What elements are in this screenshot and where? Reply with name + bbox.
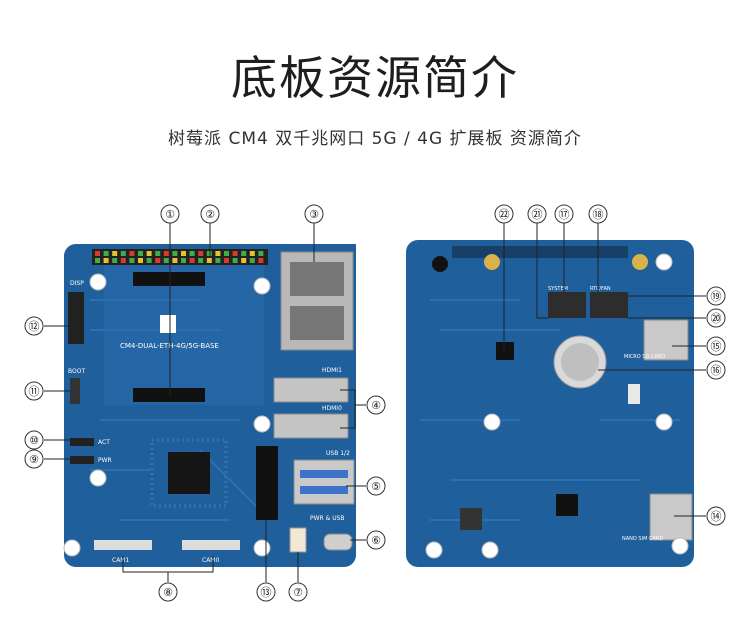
inductor <box>460 508 482 530</box>
waveshare-logo <box>160 315 176 333</box>
front-callout: ① <box>160 204 180 224</box>
svg-text:㉒: ㉒ <box>499 208 510 221</box>
svg-text:⑦: ⑦ <box>293 586 303 599</box>
svg-text:④: ④ <box>371 399 381 412</box>
m2-slot <box>256 446 278 520</box>
hdmi1-port <box>273 377 349 403</box>
cam0-connector <box>182 540 240 550</box>
front-board: CM4-DUAL-ETH-4G/5G-BASE DISP BOOT ACT PW… <box>63 244 356 567</box>
front-callout: ⑥ <box>366 530 386 550</box>
front-callout: ⑫ <box>24 316 44 336</box>
boot-label: BOOT <box>68 368 85 375</box>
component-right <box>628 384 640 404</box>
back-callout: ㉒ <box>494 204 514 224</box>
cam0-label: CAM0 <box>202 557 219 564</box>
svg-text:⑮: ⑮ <box>711 340 722 353</box>
model-silk: CM4-DUAL-ETH-4G/5G-BASE <box>120 342 219 350</box>
svg-text:⑩: ⑩ <box>29 434 39 447</box>
back-callout: ⑳ <box>706 308 726 328</box>
svg-text:⑰: ⑰ <box>559 208 570 221</box>
act-led <box>70 438 94 446</box>
back-callout: ⑱ <box>588 204 608 224</box>
svg-text:⑯: ⑯ <box>711 364 722 377</box>
cm4-connector-bottom <box>133 388 205 402</box>
svg-text:⑱: ⑱ <box>593 208 604 221</box>
svg-text:①: ① <box>165 208 175 221</box>
nano-sim-slot <box>649 493 693 541</box>
svg-text:⑤: ⑤ <box>371 480 381 493</box>
front-callout: ⑨ <box>24 449 44 469</box>
system-label: SYSTEM <box>548 286 568 292</box>
svg-text:②: ② <box>205 208 215 221</box>
pwr-led <box>70 456 94 464</box>
front-callout: ⑧ <box>158 582 178 602</box>
usb-hub-chip <box>168 452 210 494</box>
back-callout: ⑮ <box>706 336 726 356</box>
front-callout: ③ <box>304 204 324 224</box>
act-label: ACT <box>98 439 110 446</box>
disp-label: DISP <box>70 280 84 287</box>
usb-port <box>293 459 355 505</box>
ic-chip <box>556 494 578 516</box>
cm4-connector-top <box>133 272 205 286</box>
hdmi0-port <box>273 413 349 439</box>
svg-text:㉑: ㉑ <box>532 208 543 221</box>
gpio-header <box>92 249 268 265</box>
front-callout: ② <box>200 204 220 224</box>
cam1-connector <box>94 540 152 550</box>
back-callout: ⑰ <box>554 204 574 224</box>
svg-text:⑥: ⑥ <box>371 534 381 547</box>
rtc-fan-dip-switch <box>590 292 628 318</box>
page-subtitle: 树莓派 CM4 双千兆网口 5G / 4G 扩展板 资源简介 <box>168 129 582 149</box>
hdmi0-label: HDMI0 <box>322 405 342 412</box>
rtc-fan-label: RTC/FAN <box>590 286 611 292</box>
svg-text:⑲: ⑲ <box>711 290 722 303</box>
svg-text:⑬: ⑬ <box>261 586 272 599</box>
usb-label: USB 1/2 <box>326 450 350 457</box>
svg-text:③: ③ <box>309 208 319 221</box>
usb-c-port <box>323 533 353 551</box>
front-callout: ⑬ <box>256 582 276 602</box>
svg-text:⑧: ⑧ <box>163 586 173 599</box>
page-title: 底板资源简介 <box>231 51 519 105</box>
svg-text:⑪: ⑪ <box>29 385 40 398</box>
boot-switch <box>70 378 80 404</box>
front-callout: ⑦ <box>288 582 308 602</box>
back-callout: ㉑ <box>527 204 547 224</box>
back-callout: ⑯ <box>706 360 726 380</box>
pwr-usb-label: PWR & USB <box>310 515 345 522</box>
back-board: MICRO SD CARD NANO SIM CARD SYSTEM RTC/F… <box>406 240 694 567</box>
cam1-label: CAM1 <box>112 557 129 564</box>
front-callout: ⑪ <box>24 381 44 401</box>
disp-connector <box>68 292 84 344</box>
power-chip <box>496 342 514 360</box>
svg-text:⑫: ⑫ <box>29 320 40 333</box>
hdmi1-label: HDMI1 <box>322 367 342 374</box>
back-callout: ⑲ <box>706 286 726 306</box>
system-dip-switch <box>548 292 586 318</box>
nano-sim-label: NANO SIM CARD <box>622 536 663 542</box>
front-callout: ⑩ <box>24 430 44 450</box>
micro-sd-label: MICRO SD CARD <box>624 354 665 360</box>
front-callout: ⑤ <box>366 476 386 496</box>
pwr-led-label: PWR <box>98 457 112 464</box>
back-callout: ⑭ <box>706 506 726 526</box>
fan-header <box>289 527 307 553</box>
ethernet-port <box>280 251 354 351</box>
front-callout: ④ <box>366 395 386 415</box>
micro-sd-slot <box>643 319 689 361</box>
svg-text:⑨: ⑨ <box>29 453 39 466</box>
svg-text:⑭: ⑭ <box>711 510 722 523</box>
svg-text:⑳: ⑳ <box>711 312 722 325</box>
